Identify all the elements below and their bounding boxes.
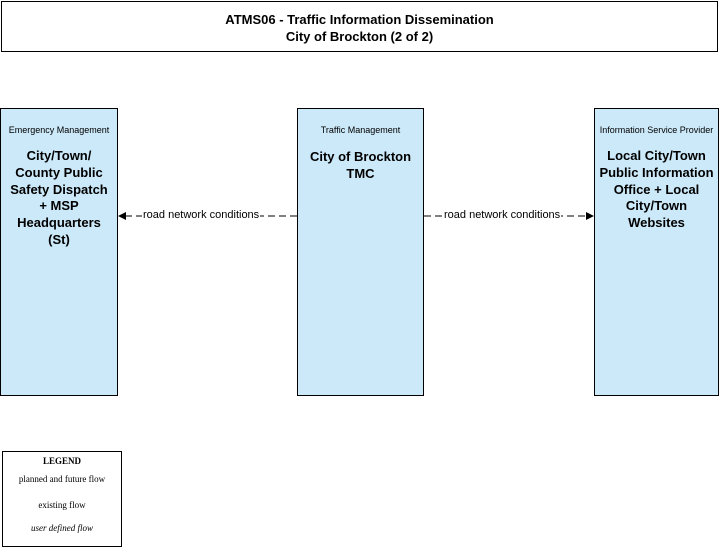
flow-label-road-network-conditions-isp[interactable]: road network conditions	[443, 209, 562, 222]
node-emergency-management[interactable]: Emergency Management City/Town/ County P…	[0, 108, 118, 396]
diagram-subtitle: City of Brockton (2 of 2)	[285, 29, 434, 44]
node-information-service-provider[interactable]: Information Service Provider Local City/…	[594, 108, 719, 396]
node-name-label: City/Town/ County Public Safety Dispatch…	[10, 148, 108, 247]
legend-title: LEGEND	[42, 456, 81, 466]
node-type-label: Information Service Provider	[599, 125, 714, 135]
node-traffic-management[interactable]: Traffic Management City of Brockton TMC	[297, 108, 424, 396]
node-type-label: Traffic Management	[320, 125, 401, 135]
legend-box: LEGEND planned and future flow existing …	[2, 451, 122, 547]
flow-label-road-network-conditions-em[interactable]: road network conditions	[142, 209, 261, 222]
legend-user-defined-label: user defined flow	[31, 523, 93, 533]
legend-planned-label: planned and future flow	[18, 474, 106, 484]
node-type-label: Emergency Management	[8, 125, 110, 135]
node-name-label: Local City/Town Public Information Offic…	[599, 148, 714, 231]
legend-existing-label: existing flow	[38, 500, 86, 510]
diagram-title: ATMS06 - Traffic Information Disseminati…	[225, 12, 494, 27]
diagram-title-box: ATMS06 - Traffic Information Disseminati…	[1, 1, 718, 52]
node-name-label: City of Brockton TMC	[309, 149, 412, 181]
